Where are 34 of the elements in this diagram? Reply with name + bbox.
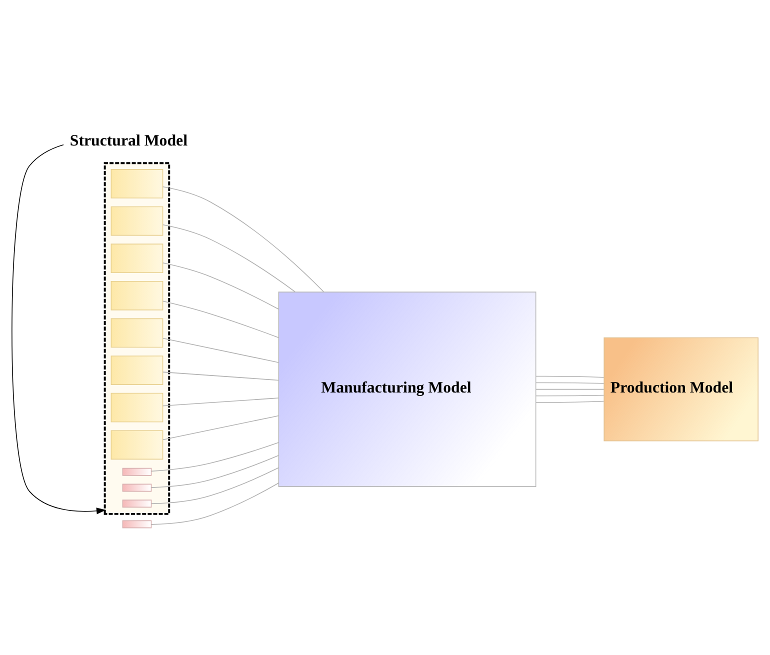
node-box	[110, 280, 164, 310]
connector	[151, 466, 279, 504]
node-bar	[122, 467, 152, 476]
connector	[151, 454, 279, 488]
connector	[150, 482, 280, 524]
node-box	[110, 392, 164, 422]
connector	[162, 224, 296, 292]
node-bar	[122, 483, 152, 492]
connector	[536, 375, 604, 378]
arrow	[12, 144, 106, 514]
node-box	[110, 355, 164, 384]
connector	[162, 262, 279, 309]
node-bar	[122, 520, 152, 528]
node-box	[110, 168, 164, 198]
connector	[536, 382, 604, 384]
connector	[536, 388, 604, 390]
connector	[536, 400, 604, 402]
node-box: Manufacturing Model	[278, 291, 536, 486]
connector	[162, 337, 279, 362]
node-box	[110, 206, 164, 236]
connector	[162, 186, 324, 292]
connector	[150, 442, 280, 472]
connector	[162, 397, 279, 406]
node-box	[110, 318, 164, 348]
cluster	[104, 162, 170, 514]
connector	[162, 414, 279, 440]
node-box: Production Model	[604, 336, 758, 441]
node-box	[110, 243, 164, 273]
node-box	[110, 430, 164, 460]
connector	[536, 394, 604, 396]
node-bar	[122, 499, 152, 508]
node-text: Structural Model	[70, 132, 188, 150]
connector	[162, 371, 279, 380]
connector	[162, 300, 279, 338]
